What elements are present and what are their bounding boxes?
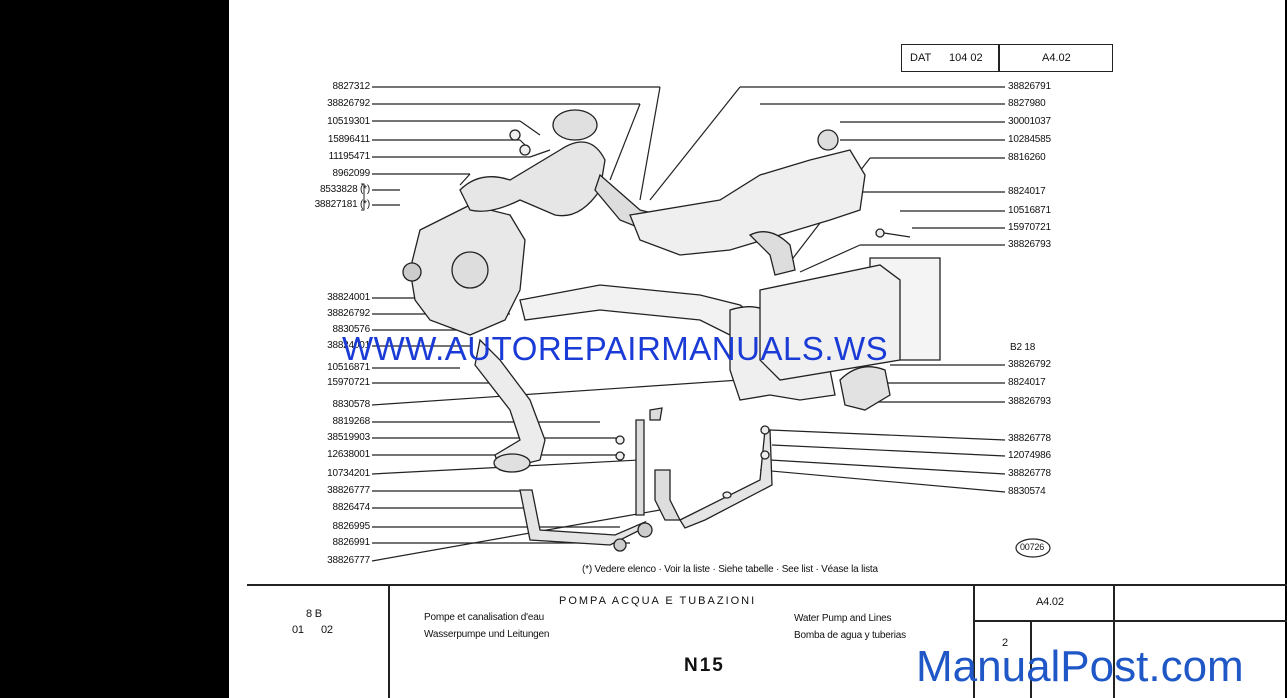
right-part-number: 8830574 (1008, 486, 1046, 497)
left-part-number: 8533828 (*) (319, 184, 370, 195)
left-part-number: 8962099 (332, 168, 370, 179)
left-part-number: 38827181 (*) (314, 199, 371, 210)
left-part-number: 10734201 (327, 468, 370, 479)
right-part-number: 8816260 (1008, 152, 1046, 163)
left-part-number: 8826474 (332, 502, 370, 513)
left-part-number: 15970721 (327, 377, 370, 388)
footer-ref-rule (973, 620, 1287, 622)
footer-ref: A4.02 (1036, 596, 1064, 608)
left-part-number: 38826792 (327, 98, 370, 109)
footer-divider-2 (973, 585, 975, 698)
footer-divider-3 (1113, 585, 1115, 698)
brand-watermark: ManualPost.com (916, 642, 1244, 691)
group-sub-b: 02 (321, 624, 333, 636)
footer-title-de: Wasserpumpe und Leitungen (424, 629, 550, 640)
left-part-number: 11195471 (328, 151, 371, 162)
left-part-number: 8826991 (332, 537, 370, 548)
website-watermark: WWW.AUTOREPAIRMANUALS.WS (342, 330, 889, 367)
right-part-number: 38826791 (1008, 81, 1051, 92)
header-box: DAT 104 02 A4.02 (901, 44, 1113, 72)
right-part-number: 38826778 (1008, 433, 1051, 444)
right-part-number: 15970721 (1008, 222, 1051, 233)
right-part-number: 10284585 (1008, 134, 1051, 145)
pipe-assembly (402, 109, 941, 552)
left-part-number: 38824001 (327, 340, 370, 351)
diagram-code-oval (1015, 538, 1051, 558)
model-code: N15 (684, 655, 725, 676)
left-part-number: 38519903 (327, 432, 370, 443)
footer-title-es: Bomba de agua y tuberias (794, 630, 906, 641)
left-part-number: 12638001 (327, 449, 370, 460)
left-part-number: 8827312 (332, 81, 370, 92)
footer-divider-1 (388, 585, 390, 698)
leader-lines (371, 86, 1006, 562)
list-note: (*) Vedere elenco · Voir la liste · Sieh… (582, 564, 878, 575)
footer-title: POMPA ACQUA E TUBAZIONI (559, 595, 757, 607)
right-part-number: 10516871 (1008, 205, 1051, 216)
footer-page-divider (1030, 620, 1032, 698)
right-part-number: 38826793 (1008, 396, 1051, 407)
right-part-number: 38826778 (1008, 468, 1051, 479)
right-part-number: 8824017 (1008, 377, 1046, 388)
right-part-number: 38826793 (1008, 239, 1051, 250)
left-part-number: 38826792 (327, 308, 370, 319)
page-number: 2 (1002, 637, 1008, 649)
right-part-number: 30001037 (1008, 116, 1051, 127)
right-part-number: 8824017 (1008, 186, 1046, 197)
left-part-number: 8826995 (332, 521, 370, 532)
left-part-number: 8830576 (332, 324, 370, 335)
left-part-number: 38824001 (327, 292, 370, 303)
right-part-number: 8827980 (1008, 98, 1046, 109)
right-part-number: 12074986 (1008, 450, 1051, 461)
diagram-code: 00726 (1020, 542, 1045, 552)
left-part-number: 8819268 (332, 416, 370, 427)
left-part-number: 15896411 (327, 134, 370, 145)
dat-label: DAT (910, 52, 932, 64)
footer-title-en: Water Pump and Lines (794, 613, 892, 624)
right-part-number: 38826792 (1008, 359, 1051, 370)
left-part-number: 10516871 (327, 362, 370, 373)
dat-code: 104 02 (949, 52, 983, 64)
footer-title-fr: Pompe et canalisation d'eau (424, 612, 544, 623)
left-part-number: 38826777 (327, 485, 370, 496)
footer-top-rule (247, 584, 1287, 586)
header-ref: A4.02 (1042, 52, 1071, 64)
right-part-number: B2 18 (1010, 342, 1036, 353)
left-part-number: 10519301 (327, 116, 370, 127)
left-part-number: 38826777 (327, 555, 370, 566)
header-divider (998, 45, 1000, 71)
group-sub-a: 01 (292, 624, 304, 636)
group-code: 8 B (306, 608, 322, 620)
left-part-number: 8830578 (332, 399, 370, 410)
